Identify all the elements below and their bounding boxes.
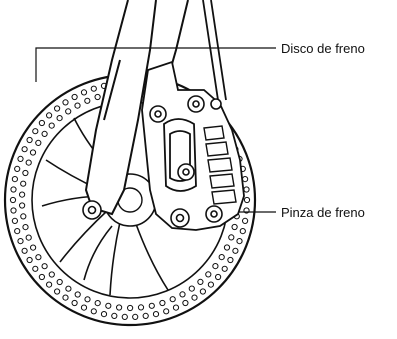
rotor-hole: [240, 229, 245, 234]
rotor-hole: [10, 197, 15, 202]
rotor-hole: [22, 147, 27, 152]
rotor-hole: [122, 314, 127, 319]
brake-caliper: [142, 62, 244, 230]
rotor-hole: [11, 208, 16, 213]
rotor-hole: [21, 214, 26, 219]
rotor-hole: [49, 123, 54, 128]
rotor-hole: [237, 239, 242, 244]
rotor-hole: [198, 279, 203, 284]
rotor-hole: [138, 305, 143, 310]
rotor-hole: [128, 305, 133, 310]
rotor-hole: [244, 197, 249, 202]
rotor-hole: [47, 113, 52, 118]
rotor-hole: [30, 150, 35, 155]
rotor-hole: [183, 300, 188, 305]
rotor-hole: [18, 156, 23, 161]
rotor-hole: [95, 301, 100, 306]
rotor-hole: [66, 286, 71, 291]
rotor-hole: [23, 170, 28, 175]
rotor-hole: [173, 305, 178, 310]
rotor-hole: [180, 292, 185, 297]
rotor-hole: [63, 295, 68, 300]
rotor-hole: [57, 279, 62, 284]
rotor-hole: [153, 312, 158, 317]
rotor-hole: [39, 120, 44, 125]
rotor-hole: [57, 116, 62, 121]
rotor-hole: [229, 235, 234, 240]
rotor-hole: [55, 106, 60, 111]
rotor-hole: [81, 90, 86, 95]
rotor-hole: [213, 264, 218, 269]
rotor-hole: [117, 305, 122, 310]
rotor-hole: [66, 109, 71, 114]
caliper-label: Pinza de freno: [281, 205, 365, 220]
rotor-hole: [219, 255, 224, 260]
rotor-hole: [39, 274, 44, 279]
rotor-hole: [149, 303, 154, 308]
rotor-hole: [49, 272, 54, 277]
rotor-hole: [63, 100, 68, 105]
rotor-hole: [30, 245, 35, 250]
rotor-hole: [33, 266, 38, 271]
rotor-hole: [36, 140, 41, 145]
rotor-hole: [15, 166, 20, 171]
rotor-hole: [232, 224, 237, 229]
rotor-hole: [21, 181, 26, 186]
rotor-hole: [206, 272, 211, 277]
rotor-hole: [23, 225, 28, 230]
rotor-hole: [85, 98, 90, 103]
rotor-hole: [112, 313, 117, 318]
rotor-hole: [91, 86, 96, 91]
brake-hose: [203, 0, 226, 100]
rotor-hole: [15, 229, 20, 234]
rotor-hole: [228, 257, 233, 262]
disc-label: Disco de freno: [281, 41, 365, 56]
rotor-hole: [75, 103, 80, 108]
rotor-hole: [27, 137, 32, 142]
rotor-hole: [170, 297, 175, 302]
rotor-hole: [189, 286, 194, 291]
rotor-hole: [160, 300, 165, 305]
rotor-hole: [42, 131, 47, 136]
rotor-hole: [12, 177, 17, 182]
rotor-hole: [72, 94, 77, 99]
rotor-hole: [244, 187, 249, 192]
rotor-hole: [26, 160, 31, 165]
rotor-hole: [75, 292, 80, 297]
rotor-hole: [20, 203, 25, 208]
rotor-hole: [18, 239, 23, 244]
rotor-hole: [27, 257, 32, 262]
rotor-hole: [192, 295, 197, 300]
rotor-hole: [26, 235, 31, 240]
rotor-hole: [33, 129, 38, 134]
rotor-hole: [101, 312, 106, 317]
rotor-hole: [222, 266, 227, 271]
rotor-hole: [143, 313, 148, 318]
rotor-hole: [42, 264, 47, 269]
rotor-hole: [106, 303, 111, 308]
rotor-hole: [11, 187, 16, 192]
rotor-hole: [233, 248, 238, 253]
rotor-hole: [133, 314, 138, 319]
rotor-hole: [36, 255, 41, 260]
rotor-hole: [216, 274, 221, 279]
rotor-hole: [81, 305, 86, 310]
rotor-hole: [243, 177, 248, 182]
rotor-hole: [208, 282, 213, 287]
rotor-hole: [200, 289, 205, 294]
rotor-hole: [95, 94, 100, 99]
rotor-hole: [22, 248, 27, 253]
rotor-hole: [243, 218, 248, 223]
rotor-hole: [20, 192, 25, 197]
rotor-hole: [72, 300, 77, 305]
rotor-hole: [91, 309, 96, 314]
rotor-hole: [47, 282, 52, 287]
rotor-hole: [12, 218, 17, 223]
rotor-hole: [224, 245, 229, 250]
rotor-hole: [55, 289, 60, 294]
rotor-hole: [85, 297, 90, 302]
rotor-hole: [164, 309, 169, 314]
